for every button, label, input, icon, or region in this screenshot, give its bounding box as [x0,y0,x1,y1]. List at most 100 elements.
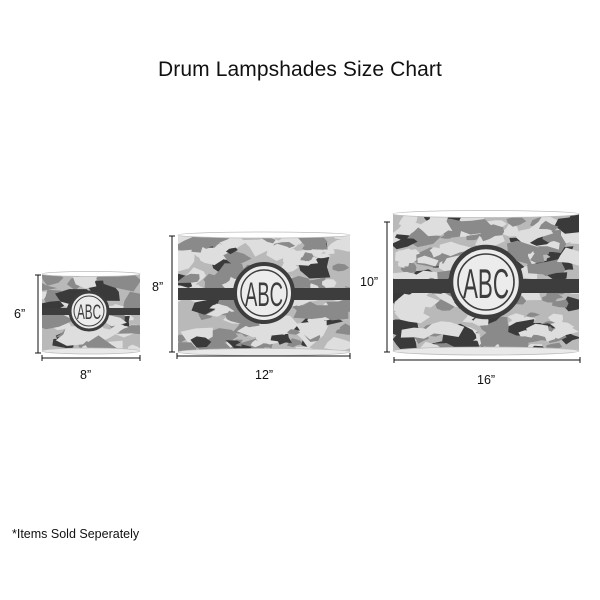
top-rim [41,271,141,277]
camo-blob [478,339,497,348]
camo-blob [556,247,579,266]
camo-blob [206,303,235,317]
camo-blob [288,275,311,290]
camo-blob [275,335,289,345]
camo-blob [191,298,220,315]
dimension-lines [35,221,581,363]
camo-blob [287,338,304,348]
camo-blob [84,335,119,351]
height-label-small: 6” [14,307,26,321]
camo-blob [435,299,455,311]
width-label-medium: 12” [255,368,274,382]
camo-blob [322,279,337,288]
camo-blob [312,252,331,259]
camo-blob [506,217,527,227]
camo-blob [398,260,410,268]
camo-blob [289,252,305,266]
width-label-large: 16” [477,373,496,387]
camo-blob [213,263,245,281]
camo-blob [280,260,299,273]
camo-blob [499,222,521,237]
page-title: Drum Lampshades Size Chart [158,58,442,81]
camo-blob [461,334,477,344]
camo-blob [450,224,465,231]
camo-blob [42,283,58,291]
camo-blob [209,304,224,310]
camo-blob [335,328,350,335]
camo-blob [323,248,335,255]
camo-blob [439,241,474,257]
lampshade-small: ABC [41,271,141,355]
camo-blob [109,323,129,332]
lampshade-large: ABC [392,210,580,356]
monogram-ring [233,262,295,324]
camo-blob [414,223,451,237]
bottom-rim [177,348,351,356]
camo-blob [178,235,194,245]
camo-blob [570,237,579,245]
camo-blob [225,310,242,324]
camo-blob [123,291,140,310]
camo-blob [404,265,417,273]
camo-blob [548,326,579,339]
monogram-ring [68,290,110,332]
camo-blob [563,296,579,312]
camo-blob [300,255,313,262]
camo-blob [554,214,579,234]
camo-blob [242,237,286,257]
camo-blob [295,320,327,340]
camo-blob [332,263,350,272]
camo-blob [417,255,439,267]
camo-blob [400,327,434,339]
camo-blob [88,286,120,301]
camo-blob [480,224,505,236]
monogram-ring [448,244,524,320]
monogram-text: ABC [463,260,509,307]
height-label-large: 10” [360,275,379,289]
camo-blob [266,243,295,261]
camo-blob [466,233,481,241]
monogram-inner-ring [457,253,515,311]
camo-blob [225,247,238,255]
camo-blob [199,253,224,266]
camo-blob [42,274,64,286]
camo-blob [550,321,575,335]
camo-blob [225,340,241,347]
camo-blob [518,330,534,338]
camo-blob [538,220,559,231]
camo-blob [397,249,421,258]
camo-blob [530,251,545,263]
camo-blob [178,235,204,253]
camo-blob [407,230,431,241]
camo-blob [178,249,192,265]
camo-blob [326,298,350,313]
camo-blob [255,332,271,344]
bottom-rim [392,346,580,356]
top-rim [392,210,580,218]
monogram-inner-ring [73,295,105,327]
width-label-small: 8” [80,368,92,382]
height-label-medium: 8” [152,280,164,294]
camo-blob [297,235,328,250]
camo-blob [393,237,401,244]
camo-blob [506,240,538,255]
footnote: *Items Sold Seperately [12,527,140,541]
camo-blob [526,312,540,317]
camo-blob [250,339,264,348]
camo-blob [203,273,225,293]
lampshade-medium: ABC [177,231,351,356]
camo-blob [547,313,563,324]
bottom-rim [41,347,141,355]
camo-blob [223,250,252,266]
camo-blob [190,336,212,348]
camo-blob [551,299,569,308]
camo-blob [115,325,140,335]
monogram-text: ABC [245,276,283,314]
monogram-inner-ring [240,269,288,317]
monogram-text: ABC [77,301,101,324]
camo-blob [178,273,200,284]
camo-blob [323,336,350,351]
top-rim [177,231,351,239]
camo-blob [398,297,415,306]
